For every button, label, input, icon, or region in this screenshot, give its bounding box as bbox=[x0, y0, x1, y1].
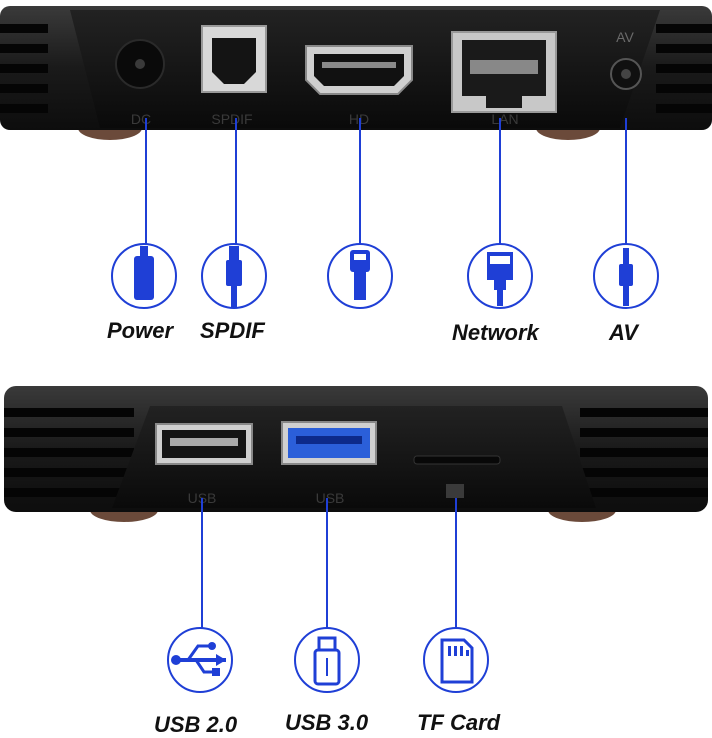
top-connector-lines bbox=[145, 118, 627, 244]
lan-port-label: LAN bbox=[491, 111, 518, 127]
spdif-callout-label: SPDIF bbox=[200, 318, 265, 343]
usb-stick-icon bbox=[294, 627, 360, 693]
top-device: DC SPDIF HD LAN AV bbox=[0, 6, 712, 140]
spdif-port bbox=[201, 25, 267, 93]
power-callout-label: Power bbox=[107, 318, 174, 343]
hdmi-cable-icon bbox=[327, 243, 393, 309]
usb2-port bbox=[155, 423, 253, 465]
spdif-optical-icon bbox=[201, 243, 267, 309]
dc-port bbox=[115, 39, 165, 89]
vent-right-bottom bbox=[580, 408, 708, 497]
bottom-device: USB USB bbox=[4, 386, 708, 522]
spdif-port-label: SPDIF bbox=[211, 111, 252, 127]
bottom-connector-lines bbox=[201, 498, 457, 628]
usb2-callout-label: USB 2.0 bbox=[154, 712, 238, 737]
sd-card-icon bbox=[423, 627, 489, 693]
tf-symbol bbox=[446, 484, 464, 498]
vent-left bbox=[0, 24, 48, 113]
usb3-port bbox=[281, 421, 377, 465]
vent-left-bottom bbox=[4, 408, 134, 497]
tf-slot bbox=[413, 455, 501, 465]
dc-port-label: DC bbox=[131, 111, 151, 127]
av-jack-icon bbox=[593, 243, 659, 309]
lan-port bbox=[451, 31, 557, 113]
usb3-callout-label: USB 3.0 bbox=[285, 710, 369, 735]
ethernet-plug-icon bbox=[467, 243, 533, 309]
power-plug-icon bbox=[111, 243, 177, 309]
usb-right-port-label: USB bbox=[316, 490, 345, 506]
av-callout-label: AV bbox=[609, 320, 638, 345]
network-callout-label: Network bbox=[452, 320, 539, 345]
vent-right bbox=[656, 24, 712, 113]
av-port bbox=[610, 58, 642, 90]
tf-callout-label: TF Card bbox=[417, 710, 501, 735]
usb-symbol-icon bbox=[167, 627, 233, 693]
av-port-label: AV bbox=[616, 29, 634, 45]
hdmi-port bbox=[305, 45, 413, 95]
